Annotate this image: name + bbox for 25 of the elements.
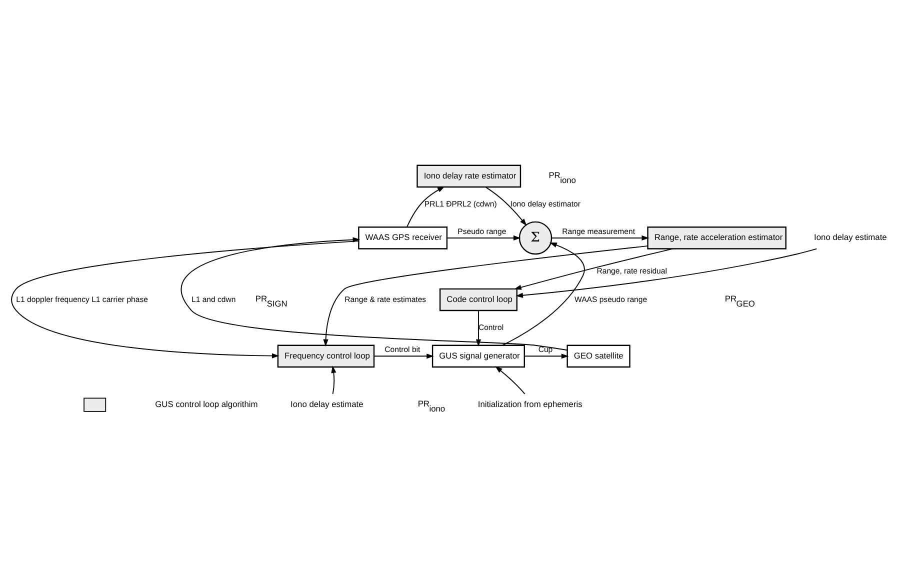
- arrow: [495, 366, 526, 394]
- node-text: Iono delay estimate: [290, 398, 364, 409]
- arrow: [331, 365, 336, 394]
- arrow: [406, 186, 445, 227]
- node-text: Initialization from ephemeris: [478, 398, 582, 409]
- arrow: [180, 236, 568, 350]
- arrow: [502, 242, 585, 346]
- arrow: [524, 353, 569, 358]
- node-box: GEO satellite: [566, 344, 630, 368]
- node-box: WAAS GPS receiver: [358, 226, 448, 249]
- legend-label: GUS control loop algorithim: [155, 398, 258, 409]
- node-box: Code control loop: [439, 288, 518, 311]
- arrow: [374, 353, 434, 358]
- arrow: [551, 234, 650, 240]
- arrow: [485, 186, 527, 226]
- arrow: [11, 240, 360, 358]
- node-text: Iono delay estimate: [814, 232, 887, 242]
- node-box: Iono delay rate estimator: [416, 164, 522, 188]
- node-box: Range, rate acceleration estimator: [647, 226, 786, 249]
- arrow: [514, 248, 674, 290]
- arrow: [446, 234, 521, 240]
- node-box: GUS signal generator: [432, 344, 525, 368]
- arrow: [516, 248, 818, 298]
- node-circle: Σ: [518, 220, 552, 254]
- node-box: Frequency control loop: [277, 344, 375, 368]
